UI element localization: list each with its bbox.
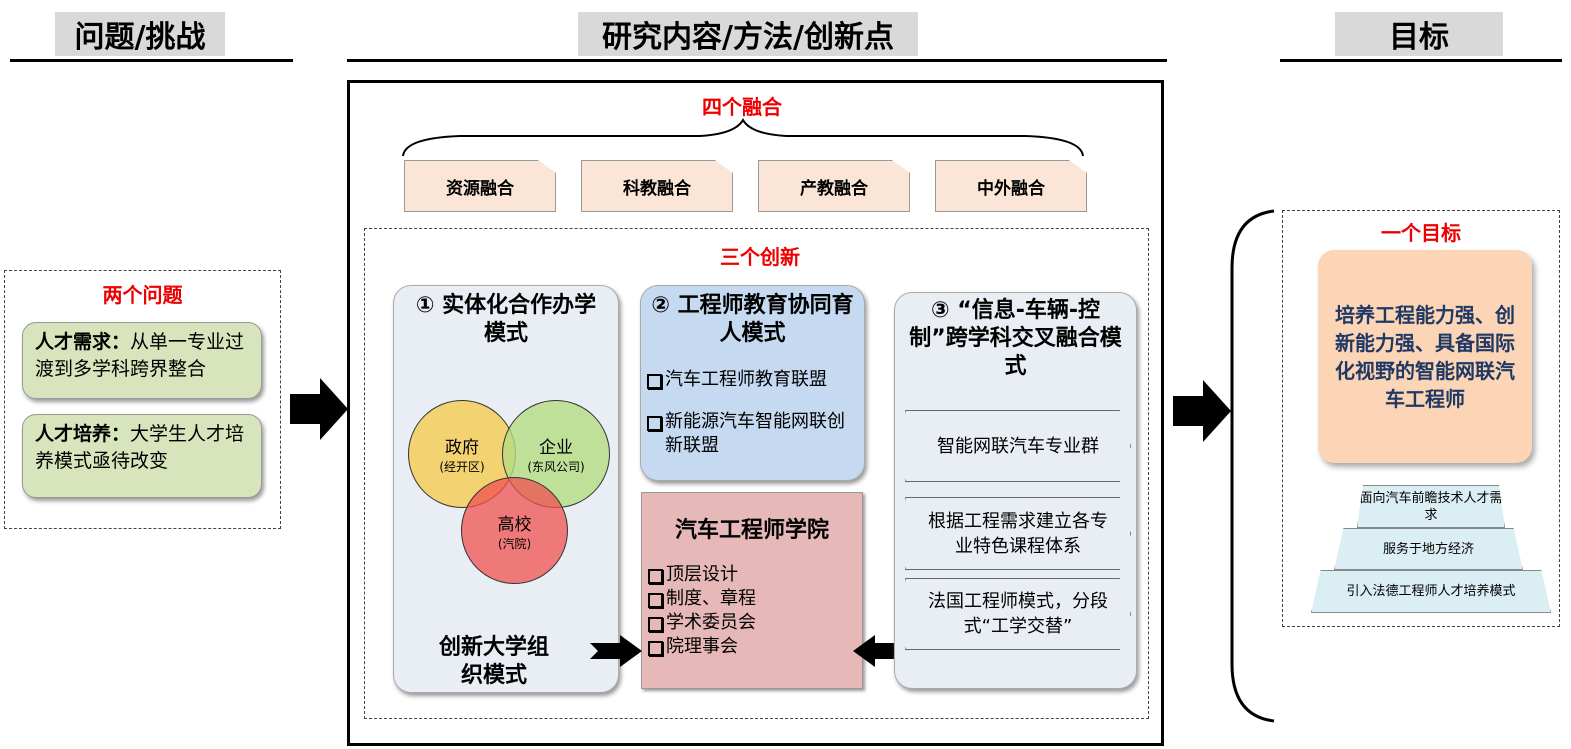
mode2-item: 汽车工程师教育联盟 [643,368,864,392]
goal-main: 培养工程能力强、创新能力强、具备国际化视野的智能网联汽车工程师 [1318,250,1532,463]
venn-sub: (经开区) [439,460,485,474]
mode2-card: ② 工程师教育协同育人模式 汽车工程师教育联盟 新能源汽车智能网联创新联盟 [640,285,865,481]
venn-university: 高校(汽院) [461,477,568,584]
college-title: 汽车工程师学院 [674,518,829,543]
mode3-item: 智能网联汽车专业群 [905,410,1131,482]
header-goal: 目标 [1335,12,1503,56]
mode3-item: 法国工程师模式，分段式“工学交替” [905,578,1131,650]
fusion-item: 产教融合 [758,160,910,212]
mode1-card: ① 实体化合作办学模式 政府 (经开区) 企业 (东风公司) 高校(汽院) 创新大学… [393,285,619,693]
arrow-right-icon [290,378,348,440]
fusion-title: 四个融合 [702,95,782,119]
mode1-footer: 创新大学组织模式 [438,635,549,688]
problem-label: 人才培养： [35,423,131,445]
fusion-item: 中外融合 [935,160,1087,212]
venn-sub: (汽院) [497,536,532,551]
mode1-title: ① 实体化合作办学模式 [415,293,597,346]
fusion-item: 科教融合 [581,160,733,212]
mode2-item: 新能源汽车智能网联创新联盟 [643,410,860,458]
mode3-title: ③ “信息-车辆-控制”跨学科交叉融合模式 [909,298,1122,379]
fusion-item: 资源融合 [404,160,556,212]
innovation-panel [364,228,1149,719]
brace [402,118,1084,157]
problem-item: 人才需求：从单一专业过渡到多学科跨界整合 [22,322,262,399]
college-item: 顶层设计 [644,563,862,587]
divider [1280,59,1562,62]
venn-label: 企业 [539,438,573,458]
goal-title: 一个目标 [1381,221,1461,245]
problem-item: 人才培养：大学生人才培养模式亟待改变 [22,414,262,498]
mode3-item: 根据工程需求建立各专业特色课程体系 [905,497,1131,570]
arrow-left-icon [853,635,905,667]
problem-text: 大学生人才培养模式亟待改变 [35,423,245,472]
venn-label: 高校 [497,514,532,535]
header-problems: 问题/挑战 [55,12,225,56]
college-card: 汽车工程师学院 顶层设计 制度、章程 学术委员会 院理事会 [641,492,863,689]
innovation-title: 三个创新 [720,245,800,269]
divider [10,59,293,62]
problem-label: 人才需求： [35,331,131,353]
pyramid-tier-top: 面向汽车前瞻技术人才需求 [1357,485,1505,528]
header-research: 研究内容/方法/创新点 [578,12,918,56]
mode2-title: ② 工程师教育协同育人模式 [651,293,854,346]
problems-panel: 两个问题 人才需求：从单一专业过渡到多学科跨界整合 人才培养：大学生人才培养模式… [4,270,281,529]
arrow-right-icon [1173,380,1231,442]
pyramid-tier-middle: 服务于地方经济 [1334,528,1523,570]
pyramid-tier-bottom: 引入法德工程师人才培养模式 [1311,570,1551,613]
problems-title: 两个问题 [102,283,183,307]
venn-sub: (东风公司) [527,460,585,474]
arrow-right-icon [590,635,642,667]
goal-panel: 一个目标 [1282,210,1560,627]
college-item: 院理事会 [644,635,862,659]
brace [1230,209,1275,723]
problem-text: 从单一专业过渡到多学科跨界整合 [35,331,245,380]
college-item: 制度、章程 [644,587,862,611]
college-item: 学术委员会 [644,611,862,635]
research-panel [347,80,1164,746]
venn-label: 政府 [445,438,479,458]
divider [347,59,1167,62]
